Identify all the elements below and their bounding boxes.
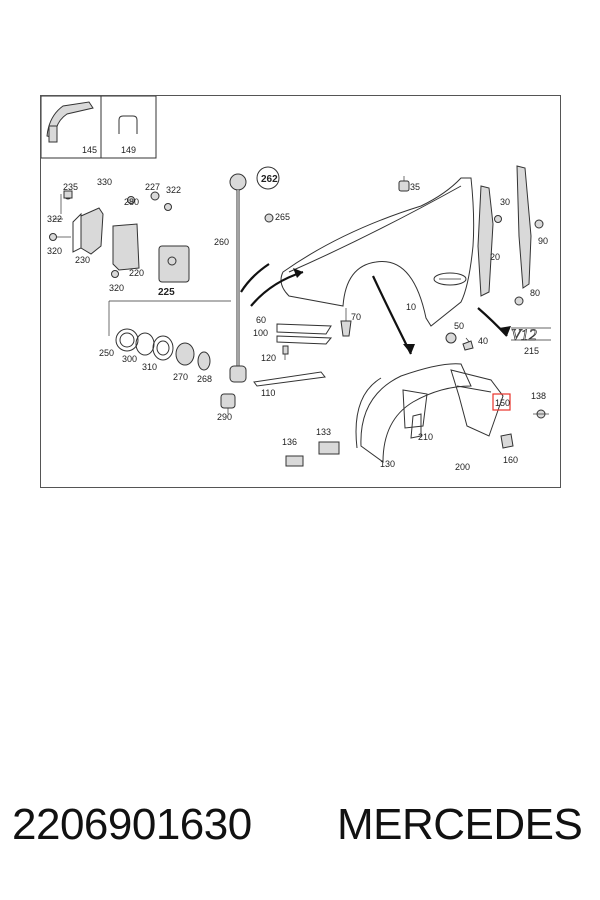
label-300: 300 [122, 354, 137, 364]
label-330: 330 [97, 177, 112, 187]
highlight-box [492, 393, 511, 411]
v12-badge-text: V12 [511, 327, 537, 344]
label-160: 160 [503, 455, 518, 465]
lock-components [115, 328, 236, 414]
label-10: 10 [406, 302, 416, 312]
hinge-group [49, 190, 231, 336]
brand-name: MERCEDES [337, 800, 583, 849]
label-220: 220 [129, 268, 144, 278]
diagram-drawing: 145 149 [41, 96, 551, 472]
label-149: 149 [121, 145, 136, 155]
parts-diagram: 145 149 [40, 95, 561, 488]
label-268: 268 [197, 374, 212, 384]
label-60: 60 [256, 315, 266, 325]
label-90: 90 [538, 236, 548, 246]
label-35: 35 [410, 182, 420, 192]
fasteners [340, 176, 474, 351]
label-320b: 320 [109, 283, 124, 293]
label-320a: 320 [47, 246, 62, 256]
label-310: 310 [142, 362, 157, 372]
label-130: 130 [380, 459, 395, 469]
label-80: 80 [530, 288, 540, 298]
label-20: 20 [490, 252, 500, 262]
fender-brackets [477, 165, 544, 306]
label-100: 100 [253, 328, 268, 338]
label-250: 250 [99, 348, 114, 358]
label-280: 280 [124, 197, 139, 207]
label-262: 262 [261, 174, 278, 185]
fender-panel [280, 177, 475, 327]
label-30: 30 [500, 197, 510, 207]
label-230: 230 [75, 255, 90, 265]
wheel-liner [355, 363, 514, 463]
label-270: 270 [173, 372, 188, 382]
label-227: 227 [145, 182, 160, 192]
label-110: 110 [261, 388, 275, 398]
label-200: 200 [455, 462, 470, 472]
label-235: 235 [63, 182, 78, 192]
label-322a: 322 [47, 214, 62, 224]
label-265: 265 [275, 212, 290, 222]
label-210: 210 [418, 432, 433, 442]
label-150: 150 [495, 398, 510, 408]
label-138: 138 [531, 391, 546, 401]
v12-badge: V12 [511, 327, 551, 344]
label-136: 136 [282, 437, 297, 447]
label-225: 225 [158, 287, 175, 298]
trim-strips [253, 323, 333, 387]
label-120: 120 [261, 353, 276, 363]
hood-rod [229, 166, 280, 383]
inset-boxes: 145 149 [41, 96, 157, 159]
label-215: 215 [524, 346, 539, 356]
clip-part [118, 115, 138, 134]
label-322b: 322 [166, 185, 181, 195]
clips [285, 409, 549, 467]
caption: 2206901630 MERCEDES [0, 800, 600, 870]
flow-arrows [240, 263, 511, 355]
label-50: 50 [454, 321, 464, 331]
label-133: 133 [316, 427, 331, 437]
label-70: 70 [351, 312, 361, 322]
label-40: 40 [478, 336, 488, 346]
label-260: 260 [214, 237, 229, 247]
label-145: 145 [82, 145, 97, 155]
label-290: 290 [217, 412, 232, 422]
part-number: 2206901630 [12, 800, 252, 849]
